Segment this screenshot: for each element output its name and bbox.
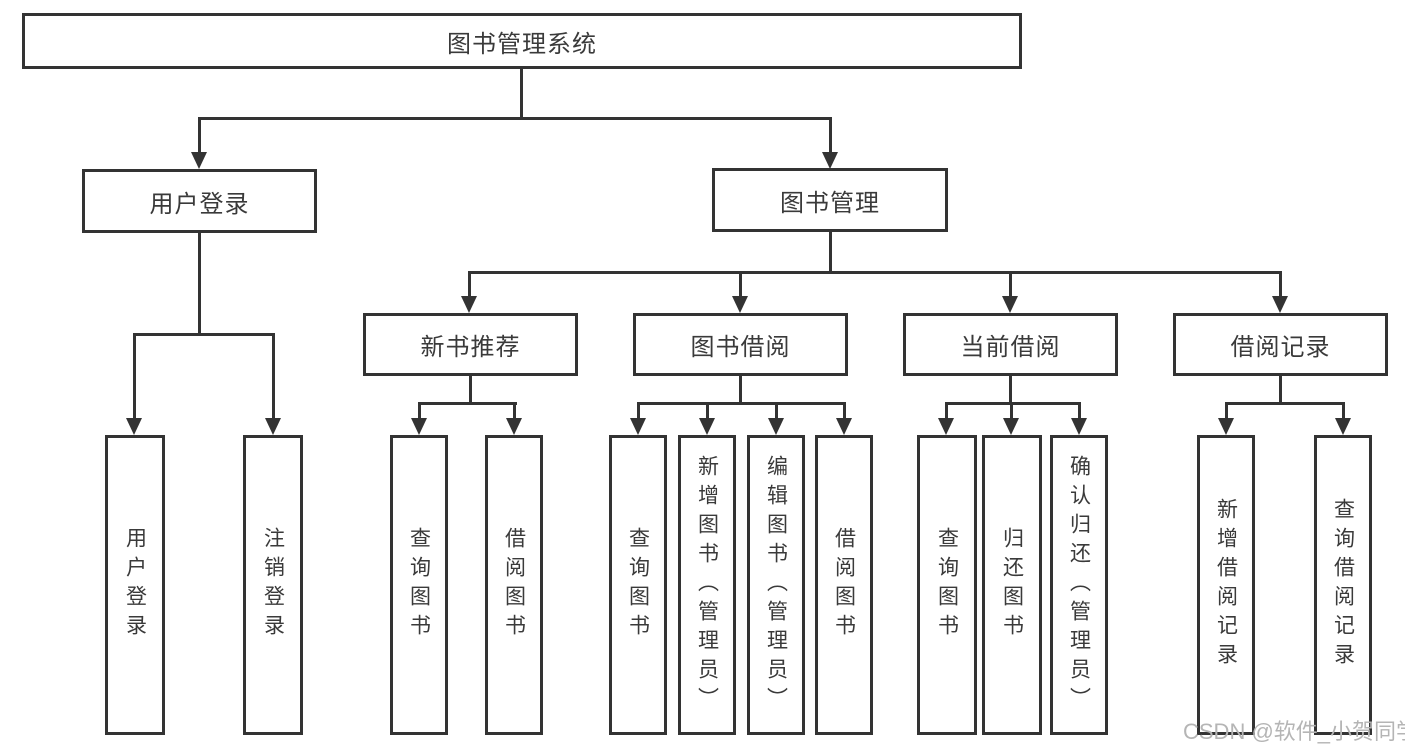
arrowhead-down-icon [1335, 418, 1351, 435]
leaf-label: 注销登录 [261, 527, 285, 643]
connector-vline [133, 333, 136, 418]
connector-vline [272, 333, 275, 418]
node-library-system: 图书管理系统 [22, 13, 1022, 69]
connector-vline [739, 376, 742, 405]
arrowhead-down-icon [1218, 418, 1234, 435]
arrowhead-down-icon [191, 152, 207, 169]
connector-hline [945, 402, 1081, 405]
connector-vline [1078, 402, 1081, 419]
connector-vline [637, 402, 640, 419]
leaf-label: 新增借阅记录 [1214, 498, 1238, 672]
connector-vline [1279, 376, 1282, 405]
arrowhead-down-icon [265, 418, 281, 435]
leaf-query-books-borrowing: 查询图书 [609, 435, 667, 735]
connector-vline [469, 376, 472, 405]
arrowhead-down-icon [126, 418, 142, 435]
connector-vline [520, 69, 523, 120]
connector-hline [468, 271, 1282, 274]
connector-vline [829, 117, 832, 153]
csdn-watermark: CSDN @软件_小贺同学 [1183, 719, 1405, 744]
leaf-label: 查询图书 [407, 527, 431, 643]
connector-vline [945, 402, 948, 419]
connector-hline [133, 333, 275, 336]
leaf-logout: 注销登录 [243, 435, 303, 735]
connector-hline [1225, 402, 1345, 405]
connector-vline [1009, 376, 1012, 405]
leaf-label: 用户登录 [123, 527, 147, 643]
connector-vline [843, 402, 846, 419]
arrowhead-down-icon [411, 418, 427, 435]
leaf-label: 新增图书（管理员） [695, 454, 719, 716]
leaf-label: 编辑图书（管理员） [764, 454, 788, 716]
arrowhead-down-icon [822, 152, 838, 169]
arrowhead-down-icon [938, 418, 954, 435]
leaf-borrow-books: 借阅图书 [815, 435, 873, 735]
arrowhead-down-icon [732, 296, 748, 313]
arrowhead-down-icon [699, 418, 715, 435]
connector-vline [513, 402, 516, 419]
connector-vline [468, 271, 471, 297]
arrowhead-down-icon [768, 418, 784, 435]
leaf-label: 归还图书 [1000, 527, 1024, 643]
arrowhead-down-icon [1003, 418, 1019, 435]
connector-vline [1342, 402, 1345, 419]
connector-vline [829, 232, 832, 274]
leaf-label: 查询借阅记录 [1331, 498, 1355, 672]
leaf-add-borrow-record: 新增借阅记录 [1197, 435, 1255, 735]
leaf-label: 查询图书 [935, 527, 959, 643]
connector-vline [1225, 402, 1228, 419]
connector-vline [739, 271, 742, 297]
connector-vline [418, 402, 421, 419]
leaf-query-books-current: 查询图书 [917, 435, 977, 735]
leaf-return-books: 归还图书 [982, 435, 1042, 735]
arrowhead-down-icon [506, 418, 522, 435]
leaf-query-books-recommend: 查询图书 [390, 435, 448, 735]
connector-hline [418, 402, 517, 405]
node-user-login: 用户登录 [82, 169, 317, 233]
leaf-query-borrow-record: 查询借阅记录 [1314, 435, 1372, 735]
leaf-edit-books-admin: 编辑图书（管理员） [747, 435, 805, 735]
leaf-label: 借阅图书 [502, 527, 526, 643]
arrowhead-down-icon [630, 418, 646, 435]
connector-vline [775, 402, 778, 419]
node-borrowing-records: 借阅记录 [1173, 313, 1388, 376]
arrowhead-down-icon [1071, 418, 1087, 435]
connector-vline [1010, 402, 1013, 419]
connector-vline [706, 402, 709, 419]
node-book-management: 图书管理 [712, 168, 948, 232]
leaf-label: 查询图书 [626, 527, 650, 643]
leaf-label: 借阅图书 [832, 527, 856, 643]
arrowhead-down-icon [461, 296, 477, 313]
leaf-add-books-admin: 新增图书（管理员） [678, 435, 736, 735]
arrowhead-down-icon [1002, 296, 1018, 313]
connector-vline [198, 117, 201, 153]
node-new-book-recommend: 新书推荐 [363, 313, 578, 376]
connector-vline [198, 233, 201, 336]
arrowhead-down-icon [1272, 296, 1288, 313]
connector-vline [1009, 271, 1012, 297]
leaf-confirm-return-admin: 确认归还（管理员） [1050, 435, 1108, 735]
connector-vline [1279, 271, 1282, 297]
leaf-borrow-books-recommend: 借阅图书 [485, 435, 543, 735]
connector-hline [637, 402, 846, 405]
node-book-borrowing: 图书借阅 [633, 313, 848, 376]
leaf-label: 确认归还（管理员） [1067, 454, 1091, 716]
leaf-user-login: 用户登录 [105, 435, 165, 735]
arrowhead-down-icon [836, 418, 852, 435]
connector-hline [198, 117, 831, 120]
node-current-borrowing: 当前借阅 [903, 313, 1118, 376]
